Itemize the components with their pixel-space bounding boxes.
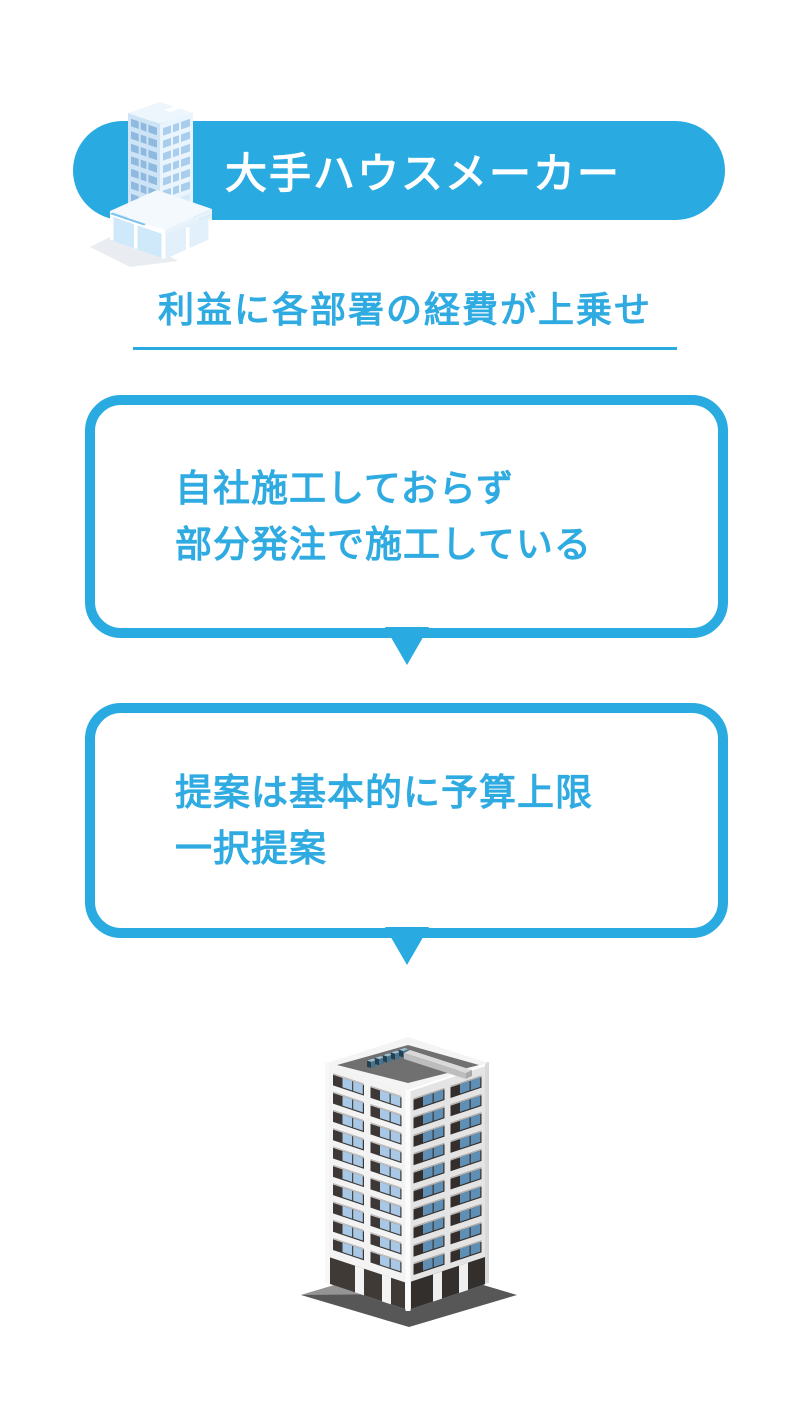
rooftop-duct-icon [404, 1050, 472, 1079]
bubble-line: 提案は基本的に予算上限 [175, 772, 593, 813]
subheading-underlined: 利益に各部署の経費が上乗せ [133, 281, 677, 350]
office-tower-illustration [296, 1030, 528, 1330]
page-title: 大手ハウスメーカー [224, 150, 621, 197]
house-maker-building-icon [88, 96, 218, 268]
speech-bubble-text: 自社施工しておらず 部分発注で施工している [95, 461, 592, 572]
speech-bubble-tail [384, 927, 429, 965]
speech-bubble-proposal: 提案は基本的に予算上限 一択提案 [85, 703, 728, 965]
speech-bubble-text: 提案は基本的に予算上限 一択提案 [95, 765, 593, 876]
bubble-line: 一択提案 [175, 827, 327, 869]
speech-bubble-tail [384, 627, 429, 665]
subheading-text: 利益に各部署の経費が上乗せ [157, 289, 652, 330]
speech-bubble-construction: 自社施工しておらず 部分発注で施工している [85, 395, 728, 665]
bubble-line: 部分発注で施工している [175, 523, 592, 565]
bubble-line: 自社施工しておらず [175, 468, 515, 509]
